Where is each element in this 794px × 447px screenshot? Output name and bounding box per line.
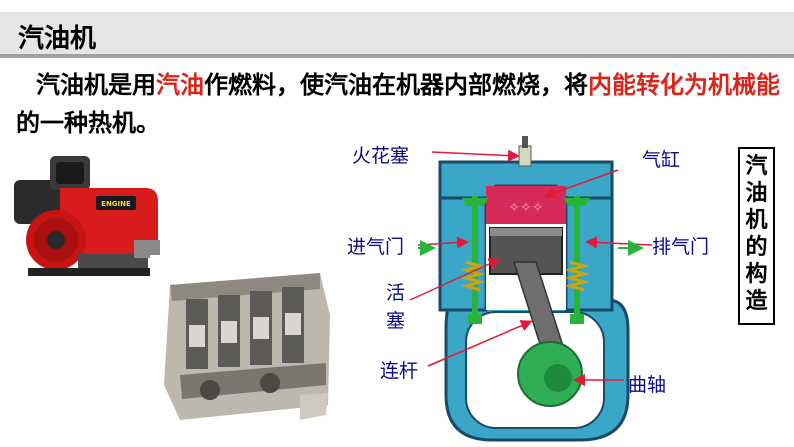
spark-plug [518,145,532,167]
label-cylinder: 气缸 [642,149,681,171]
engine-block-cutaway-photo [150,255,340,430]
intro-text-1: 汽油机是用 [36,71,156,99]
intro-highlight-energy: 内能转化为机械能 [588,71,780,99]
label-intake-valve: 进气门 [347,236,405,258]
label-exhaust-valve: 排气门 [652,236,710,258]
gasoline-engine-diagram: ✧✧✧ [409,136,653,442]
intro-paragraph: 汽油机是用汽油作燃料，使汽油在机器内部燃烧，将内能转化为机械能的一种热机。 [16,66,786,142]
intake-valve [460,196,488,324]
label-piston-2: 塞 [386,310,406,332]
cylinder-wall-left [438,188,488,312]
label-crankshaft: 曲轴 [628,374,667,396]
svg-text:ENGINE: ENGINE [101,200,131,208]
intro-highlight-fuel: 汽油 [156,71,204,99]
svg-text:✧✧✧: ✧✧✧ [508,200,543,216]
label-spark-plug: 火花塞 [352,145,410,167]
side-label-box: 汽油机的构造 [738,147,775,325]
title-bar: 汽油机 [0,12,794,58]
side-label: 汽油机的构造 [745,154,768,314]
cylinder-wall-right [564,188,614,312]
label-piston-1: 活 [386,282,406,304]
label-connecting-rod: 连杆 [380,360,419,382]
page-title: 汽油机 [18,24,97,54]
intro-text-2: 作燃料，使汽油在机器内部燃烧，将 [204,71,588,99]
small-gasoline-engine-photo: ENGINE [8,150,168,290]
intro-text-3: 的一种热机。 [16,109,160,137]
exhaust-valve [564,196,590,324]
